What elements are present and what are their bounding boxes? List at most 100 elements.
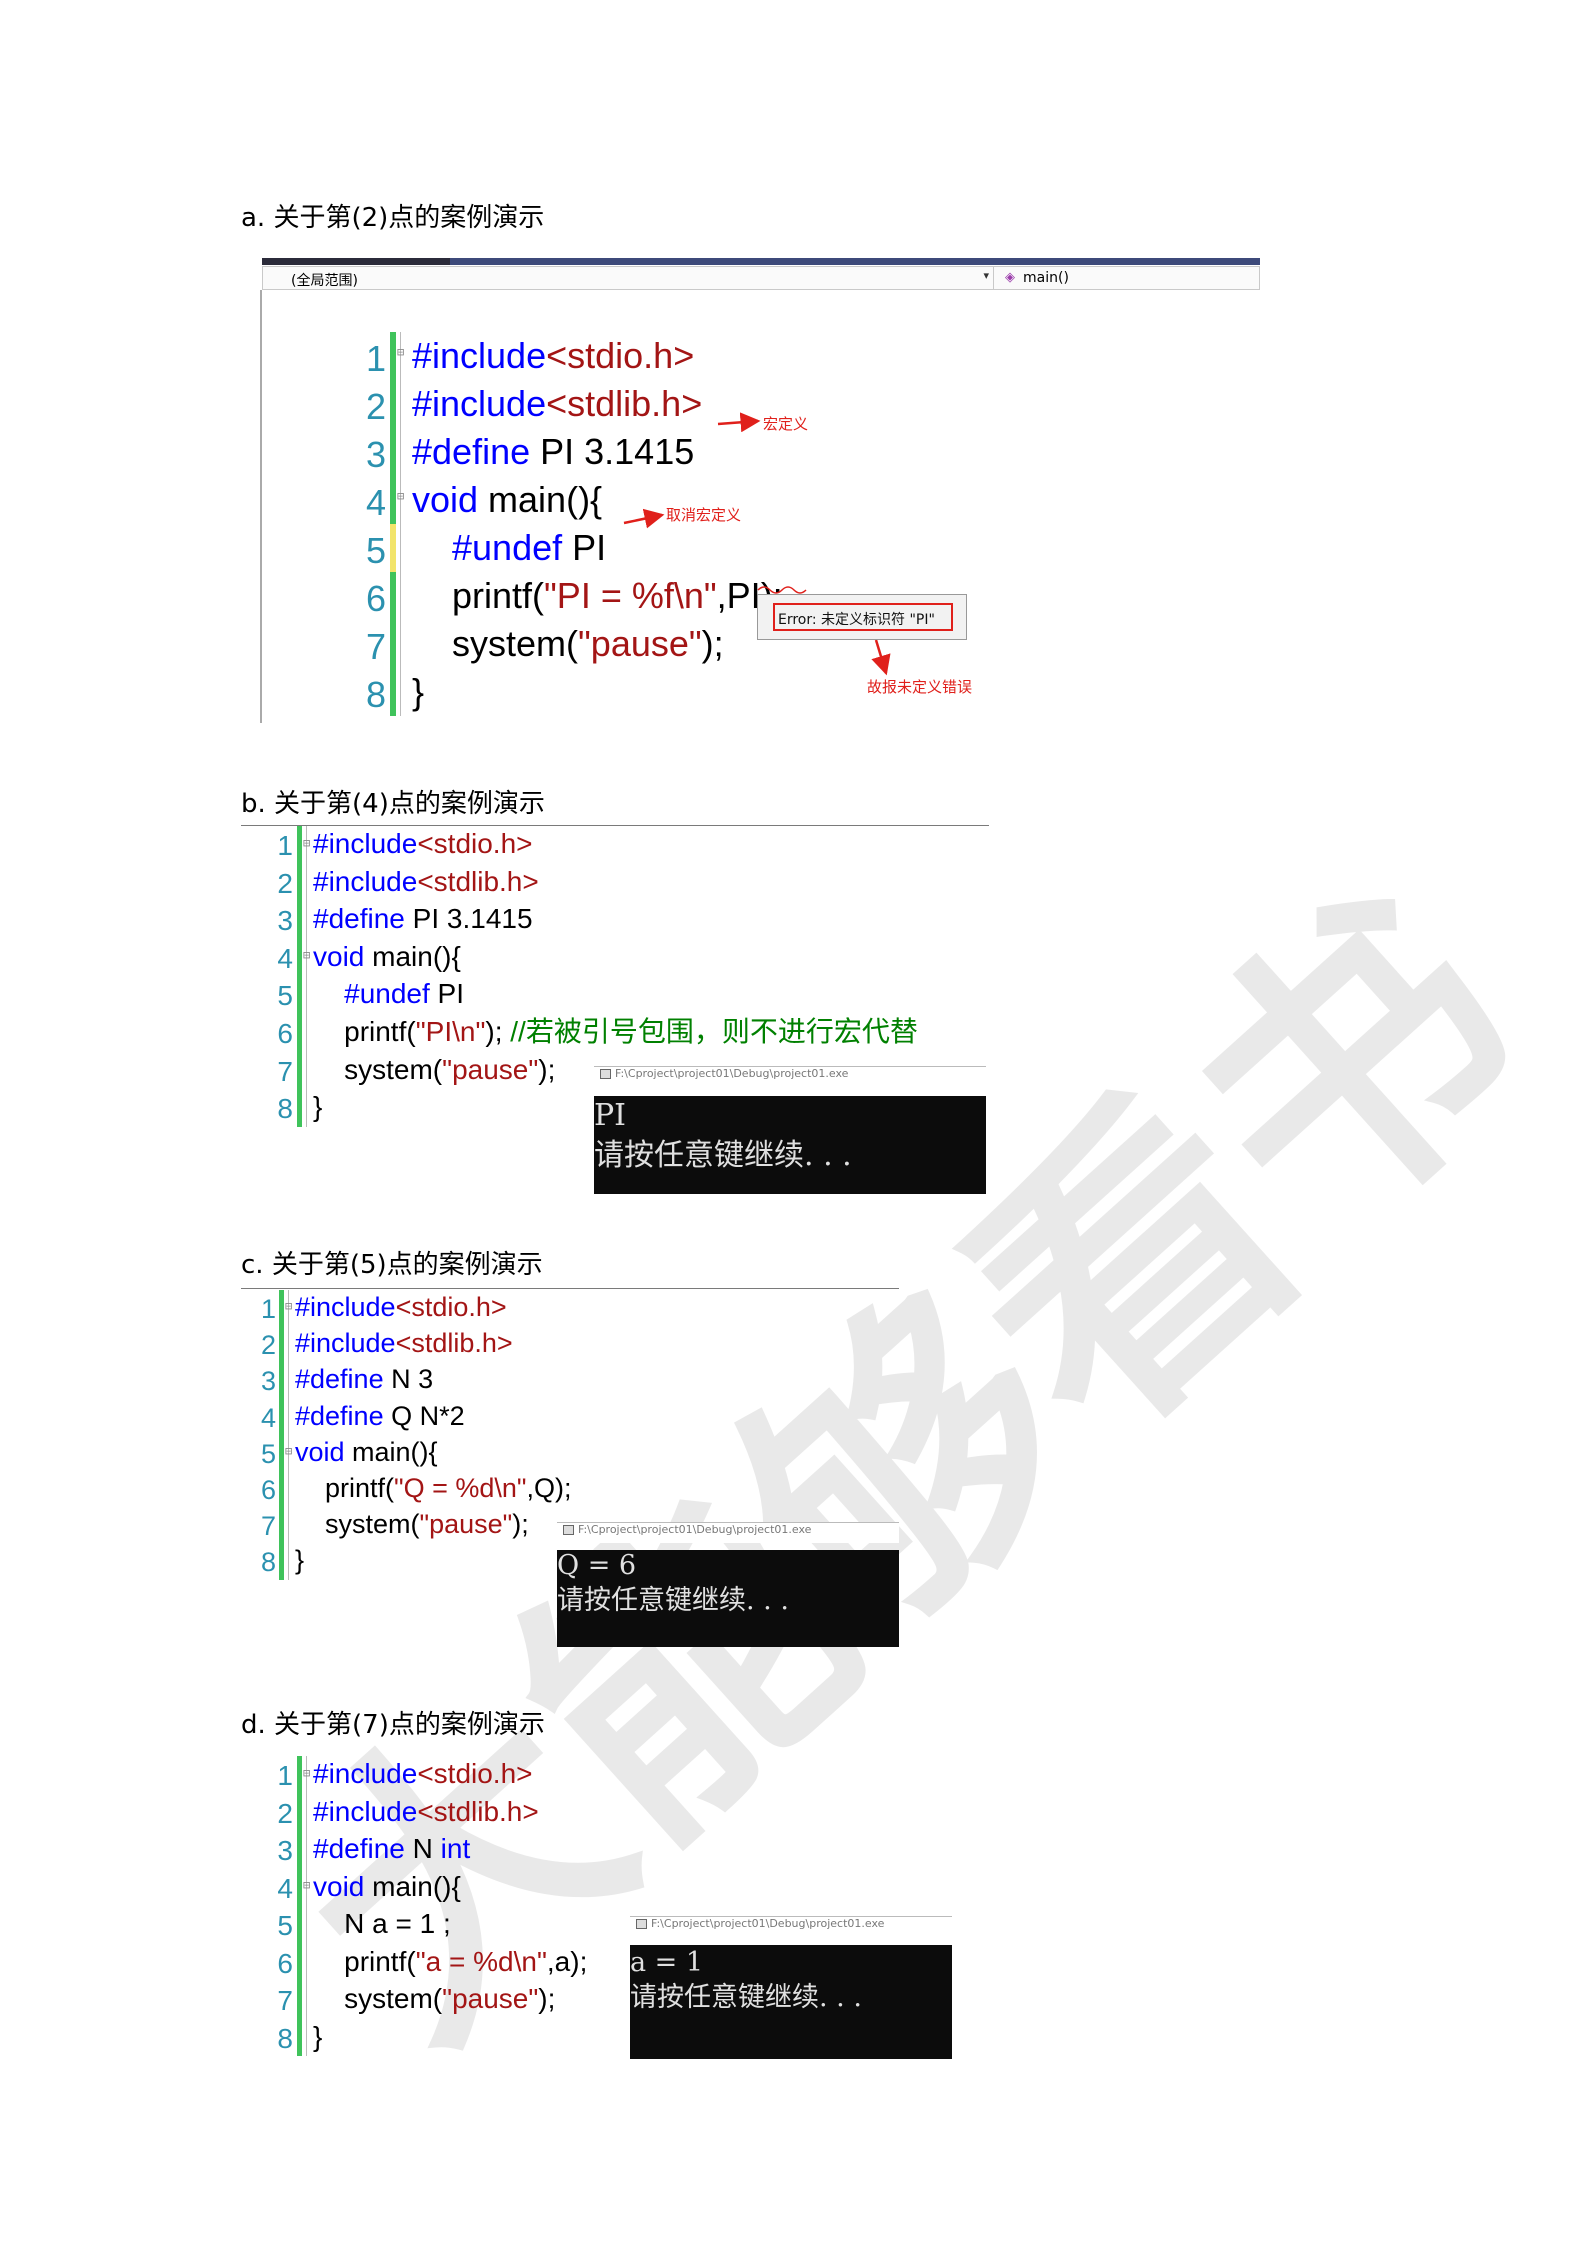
section-c-heading: c. 关于第(5)点的案例演示	[241, 1250, 543, 1280]
console-line: PI	[594, 1098, 627, 1133]
fold-toggle-icon[interactable]: ⊟	[397, 489, 405, 504]
line-number: 7	[260, 1511, 276, 1542]
scope-label: (全局范围)	[291, 273, 358, 289]
line-number: 7	[365, 626, 386, 667]
indent-guide	[288, 1290, 289, 1580]
line-number: 3	[365, 434, 386, 475]
scope-dropdown[interactable]: (全局范围) ▾	[263, 267, 994, 289]
change-bar	[297, 1756, 302, 2056]
line-number: 6	[277, 1947, 293, 1979]
code-line: #include<stdio.h>	[313, 828, 533, 859]
line-number: 4	[277, 942, 293, 974]
fold-toggle-icon[interactable]: ⊟	[303, 1765, 311, 1780]
indent-guide	[400, 332, 401, 716]
code-line: void main(){	[412, 479, 603, 520]
section-c-console: Q = 6 请按任意键继续. . .	[557, 1550, 899, 1647]
section-a-heading: a. 关于第(2)点的案例演示	[241, 203, 545, 233]
change-bar-unsaved	[390, 524, 396, 572]
line-number: 3	[260, 1366, 276, 1397]
code-line: system("pause");	[313, 1053, 556, 1085]
code-line: void main(){	[295, 1436, 438, 1467]
code-line: #define Q N*2	[295, 1400, 465, 1431]
line-number: 4	[365, 482, 386, 523]
change-bar	[279, 1290, 284, 1580]
code-line: #include<stdio.h>	[412, 335, 695, 376]
section-c-code: 1⊟#include<stdio.h>2#include<stdlib.h>3#…	[241, 1290, 921, 1580]
code-line: printf("Q = %d\n",Q);	[295, 1473, 572, 1503]
fold-toggle-icon[interactable]: ⊟	[285, 1299, 293, 1314]
line-number: 5	[277, 980, 293, 1012]
console-line: 请按任意键继续. . .	[594, 1138, 852, 1173]
section-c-divider	[241, 1288, 899, 1289]
line-number: 8	[277, 2022, 293, 2054]
code-line: #undef PI	[452, 527, 607, 568]
line-number: 3	[277, 905, 293, 937]
line-number: 2	[260, 1330, 276, 1361]
fold-toggle-icon[interactable]: ⊟	[285, 1444, 293, 1459]
code-line: #define PI 3.1415	[412, 431, 695, 472]
code-line: #undef PI	[344, 978, 464, 1010]
line-number: 8	[260, 1547, 276, 1578]
section-a-code: 1 ⊟ #include<stdio.h> 2 #include<stdlib.h> 3 #…	[260, 290, 1260, 720]
line-number: 4	[277, 1872, 293, 1904]
line-number: 6	[277, 1018, 293, 1049]
code-line: #include<stdio.h>	[313, 1758, 533, 1789]
code-line: #include<stdlib.h>	[313, 1795, 539, 1827]
code-line: #include<stdlib.h>	[412, 383, 703, 424]
function-label: main()	[1023, 270, 1069, 286]
section-b-console: PI 请按任意键继续. . .	[594, 1096, 986, 1194]
fold-toggle-icon[interactable]: ⊟	[303, 1878, 311, 1893]
section-d-console: a = 1 请按任意键继续. . .	[630, 1945, 952, 2059]
code-line: void main(){	[313, 940, 461, 972]
fold-toggle-icon[interactable]: ⊟	[397, 345, 405, 360]
line-number: 5	[277, 1910, 293, 1941]
console-window-icon	[563, 1525, 574, 1535]
code-line: }	[295, 1545, 305, 1576]
section-a-editor: (全局范围) ▾ ◈ main() 1 ⊟ #include<stdio.h> 2 #i…	[260, 258, 1260, 723]
line-number: 6	[365, 578, 386, 619]
line-number: 2	[277, 1797, 293, 1829]
console-title-text: F:\Cproject\project01\Debug\project01.ex…	[651, 1917, 885, 1930]
code-line: #define PI 3.1415	[313, 903, 533, 935]
code-line: system("pause");	[313, 1983, 556, 2014]
line-number: 1	[365, 338, 386, 379]
code-line: }	[313, 2020, 323, 2052]
annotation-error: 故报未定义错误	[867, 678, 973, 696]
editor-toolbar: (全局范围) ▾ ◈ main()	[262, 266, 1260, 290]
error-text: Error: 未定义标识符 "PI"	[778, 612, 935, 628]
line-number: 8	[365, 674, 386, 715]
function-dropdown[interactable]: ◈ main()	[1003, 267, 1253, 289]
annotation-define: 宏定义	[763, 415, 809, 433]
code-line: #define N int	[313, 1833, 471, 1864]
code-line: N a = 1 ;	[313, 1908, 451, 1939]
code-line: #include<stdio.h>	[295, 1292, 507, 1322]
fold-toggle-icon[interactable]: ⊟	[303, 835, 311, 850]
section-d-console-titlebar: F:\Cproject\project01\Debug\project01.ex…	[630, 1916, 952, 1937]
error-tooltip: Error: 未定义标识符 "PI"	[757, 594, 967, 640]
line-number: 6	[260, 1475, 276, 1505]
line-number: 2	[365, 386, 386, 427]
line-number: 1	[277, 1760, 293, 1791]
console-line: 请按任意键继续. . .	[557, 1585, 789, 1616]
section-b-console-titlebar: F:\Cproject\project01\Debug\project01.ex…	[594, 1066, 986, 1087]
section-c-console-titlebar: F:\Cproject\project01\Debug\project01.ex…	[557, 1522, 899, 1543]
section-b-code: 1⊟#include<stdio.h>2#include<stdlib.h>3#…	[241, 826, 1001, 1127]
code-line: printf("a = %d\n",a);	[313, 1945, 588, 1977]
fold-toggle-icon[interactable]: ⊟	[303, 948, 311, 963]
code-line: void main(){	[313, 1870, 461, 1902]
indent-guide	[306, 826, 307, 1127]
line-number: 8	[277, 1093, 293, 1125]
code-line: #include<stdlib.h>	[295, 1328, 513, 1359]
console-window-icon	[600, 1069, 611, 1079]
console-line: a = 1	[630, 1947, 704, 1978]
section-d-code: 1⊟#include<stdio.h>2#include<stdlib.h>3#…	[241, 1756, 1001, 2056]
line-number: 4	[260, 1402, 276, 1433]
line-number: 1	[260, 1294, 276, 1324]
annotation-undef: 取消宏定义	[666, 506, 742, 524]
line-number: 7	[277, 1985, 293, 2016]
code-line: printf("PI = %f\n",PI);	[412, 575, 783, 616]
line-number: 3	[277, 1835, 293, 1866]
section-b-divider	[241, 825, 989, 826]
code-line: #include<stdlib.h>	[313, 865, 539, 897]
code-line: system("pause");	[412, 623, 724, 664]
